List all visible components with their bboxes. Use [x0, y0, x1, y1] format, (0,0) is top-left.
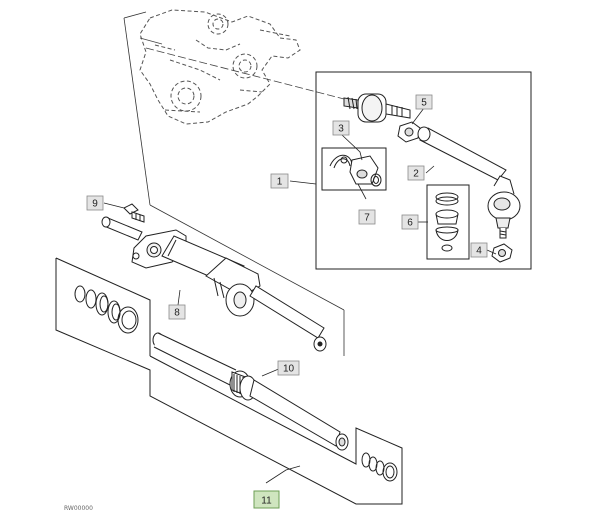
assembly-outline	[123, 11, 345, 356]
callout-6[interactable]: 6	[401, 214, 419, 230]
outer-tie-rod-end	[487, 175, 521, 239]
leader-lines	[103, 107, 497, 484]
callout-1[interactable]: 1	[270, 173, 289, 189]
callout-4[interactable]: 4	[470, 242, 488, 258]
callout-4-label: 4	[476, 246, 482, 257]
seal-rings-right	[361, 452, 398, 482]
boot-kit-parts	[329, 154, 382, 187]
castle-nut	[491, 243, 513, 263]
outer-tie-rod-tube	[417, 126, 507, 181]
seal-kit-outline	[55, 257, 403, 505]
callout-3[interactable]: 3	[332, 120, 350, 136]
seal-rings-left	[74, 285, 139, 334]
sheet-reference: RW00000	[64, 505, 93, 512]
pivot-axis-line-2	[139, 37, 163, 45]
callout-9[interactable]: 9	[86, 195, 104, 211]
end-kit-parts	[435, 192, 459, 252]
callout-11[interactable]: 11	[253, 490, 280, 509]
phantom-bracket	[139, 9, 301, 125]
tie-rod-group-box	[315, 71, 532, 270]
steering-cylinder	[101, 216, 327, 352]
callout-8-label: 8	[174, 308, 180, 319]
callout-8[interactable]: 8	[168, 304, 186, 320]
mounting-bolt	[123, 203, 145, 223]
boot-kit-box	[321, 147, 387, 191]
inner-tie-rod	[343, 93, 411, 123]
pivot-axis-line	[145, 47, 349, 101]
callout-6-label: 6	[407, 218, 413, 229]
callout-5-label: 5	[421, 98, 427, 109]
piston-rod	[152, 332, 349, 451]
callout-2[interactable]: 2	[407, 165, 425, 181]
jam-nut	[397, 121, 421, 143]
callout-3-label: 3	[338, 124, 344, 135]
callout-7[interactable]: 7	[358, 209, 376, 225]
callout-5[interactable]: 5	[415, 94, 433, 110]
callout-10[interactable]: 10	[277, 360, 300, 376]
callout-9-label: 9	[92, 199, 98, 210]
callout-2-label: 2	[413, 169, 419, 180]
callout-1-label: 1	[277, 177, 283, 188]
callout-10-label: 10	[283, 364, 295, 375]
callout-7-label: 7	[364, 213, 370, 224]
callout-11-label: 11	[261, 496, 272, 507]
